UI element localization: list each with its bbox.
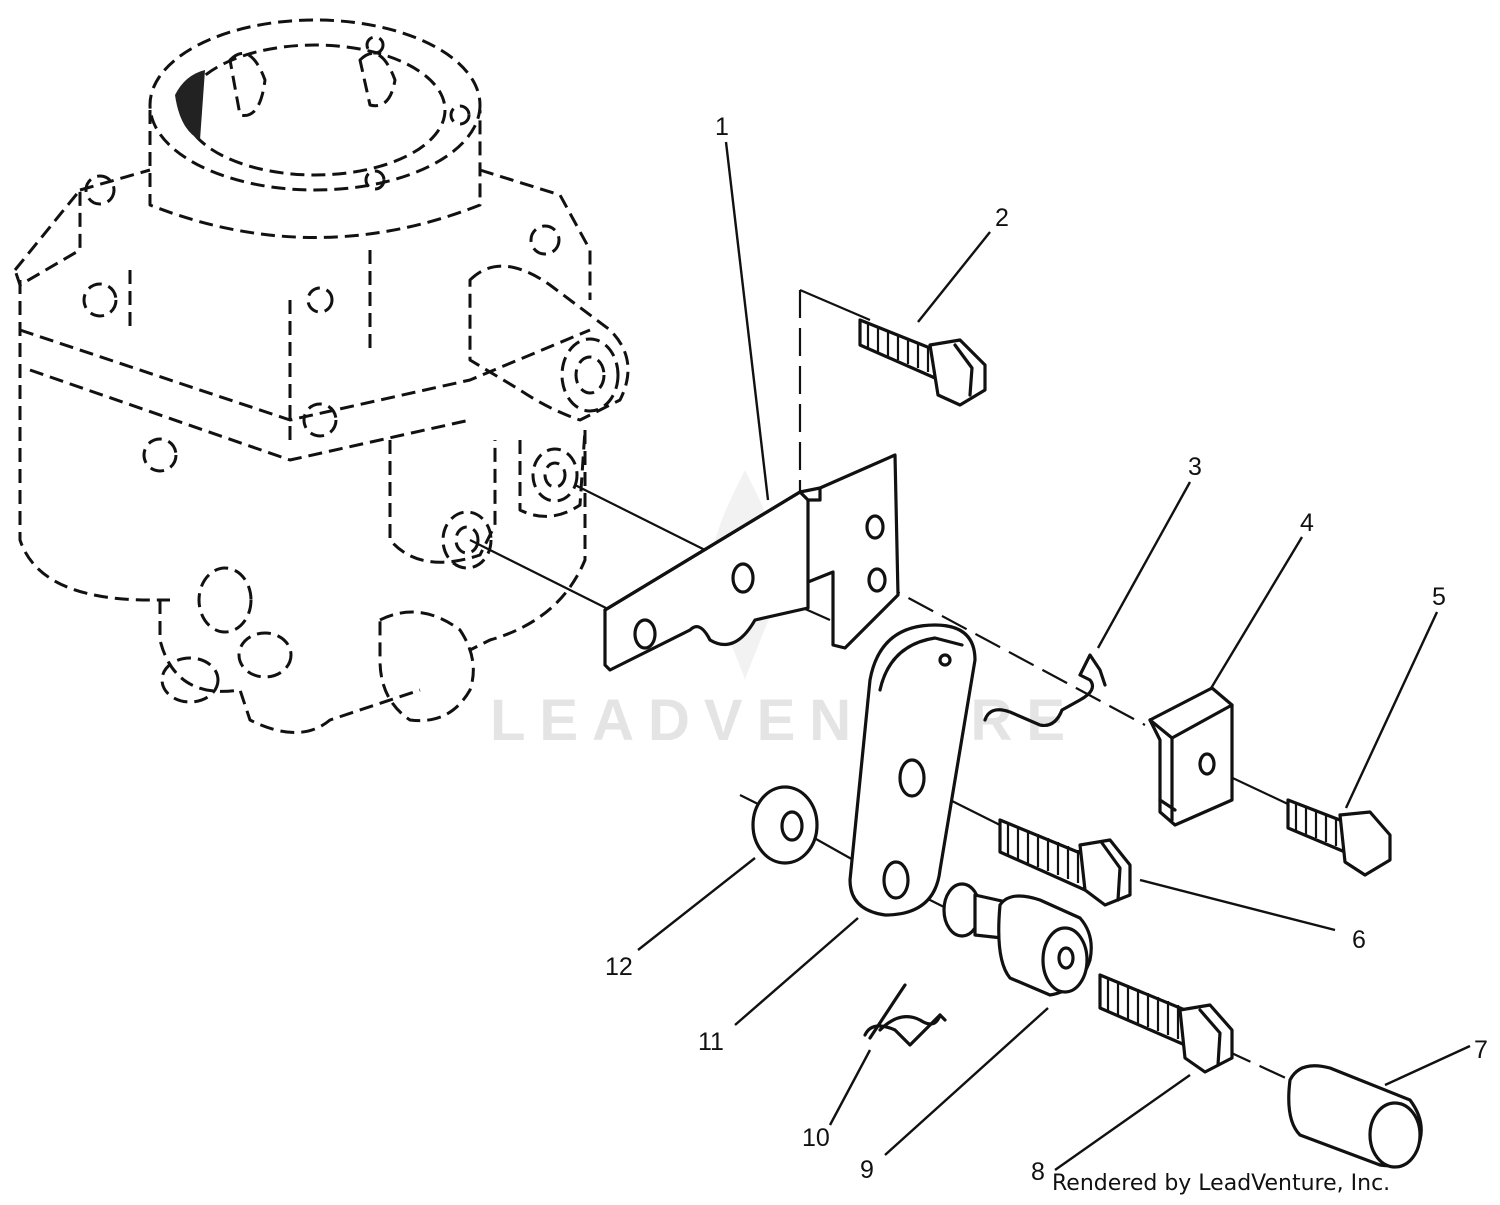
callout-4: 4: [1300, 509, 1314, 537]
cap-icon: [1287, 1064, 1423, 1169]
callout-10: 10: [802, 1124, 830, 1152]
pin-icon: [863, 983, 947, 1047]
lever-icon: [848, 623, 977, 917]
bolt-icon: [1286, 798, 1392, 877]
callout-5: 5: [1432, 583, 1446, 611]
clip-icon: [1148, 686, 1234, 827]
render-credit: Rendered by LeadVenture, Inc.: [1052, 1171, 1390, 1196]
bolt-icon: [1098, 973, 1234, 1074]
callout-6: 6: [1352, 926, 1366, 954]
washer-icon: [751, 785, 819, 865]
swivel-icon: [942, 882, 1093, 997]
bolt-icon: [858, 318, 987, 407]
callout-1: 1: [715, 113, 729, 141]
callout-8: 8: [1031, 1158, 1045, 1186]
callout-7: 7: [1474, 1036, 1488, 1064]
spring-icon: [983, 653, 1107, 728]
callout-12: 12: [605, 953, 633, 981]
callout-3: 3: [1188, 453, 1202, 481]
bolt-icon: [998, 818, 1132, 907]
bracket-icon: [603, 453, 900, 672]
callout-labels: 1 2 3 4 5 6 7 8 9 10 11 12: [605, 113, 1488, 1186]
watermark-text: LEADVENTURE: [490, 688, 1079, 753]
callout-9: 9: [860, 1156, 874, 1184]
callout-2: 2: [995, 204, 1009, 232]
carburetor-icon: [13, 18, 630, 734]
leader-lines: [637, 141, 1471, 1171]
callout-11: 11: [698, 1028, 724, 1056]
